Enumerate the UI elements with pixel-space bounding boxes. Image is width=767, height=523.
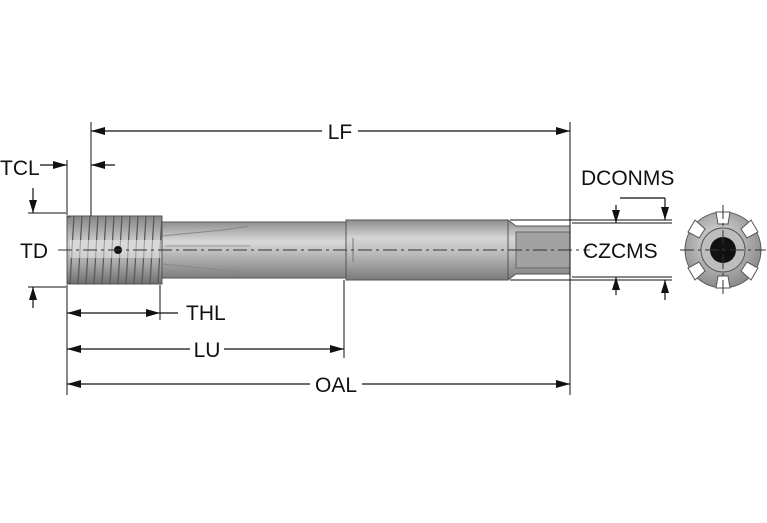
td-label: TD — [20, 240, 48, 263]
end-view — [680, 205, 766, 298]
lf-dimension: LF — [91, 121, 570, 144]
thl-dimension: THL — [67, 302, 226, 325]
tcl-dimension: TCL — [0, 157, 115, 180]
dconms-label: DCONMS — [581, 167, 674, 190]
tcl-label: TCL — [0, 157, 40, 180]
oal-dimension: OAL — [67, 374, 570, 397]
lu-label: LU — [194, 339, 221, 362]
lu-dimension: LU — [67, 339, 344, 362]
td-dimension: TD — [20, 188, 48, 308]
oal-label: OAL — [315, 374, 357, 397]
lf-label: LF — [328, 121, 353, 144]
thl-label: THL — [186, 302, 226, 325]
czcms-label: CZCMS — [583, 240, 658, 263]
czcms-dimension: CZCMS — [583, 205, 658, 295]
dconms-dimension: DCONMS — [581, 167, 674, 300]
extension-lines — [28, 122, 672, 395]
tap-body — [66, 215, 571, 285]
